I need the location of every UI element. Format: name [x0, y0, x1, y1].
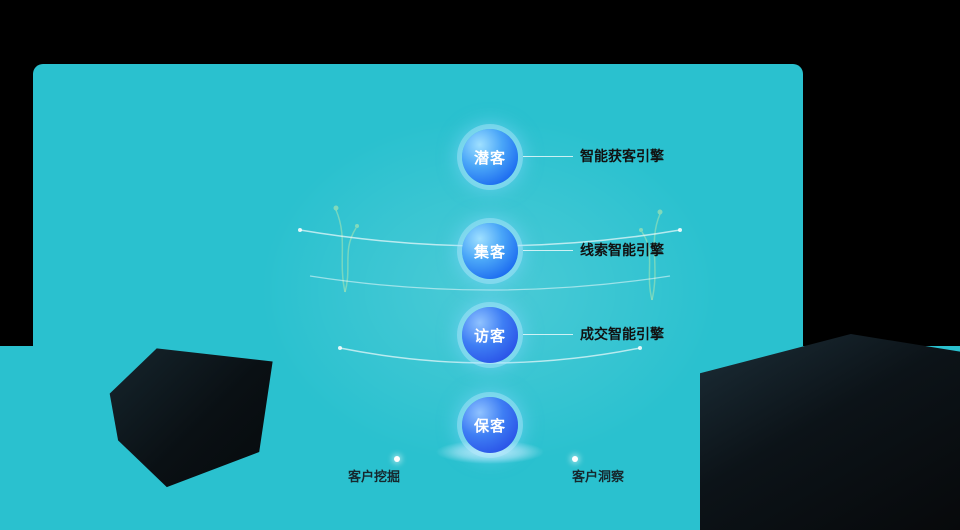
stage-label: 集客 [473, 242, 506, 261]
engine-label: 智能获客引擎 [580, 149, 664, 165]
dark-rock-right [700, 334, 960, 530]
stage-label: 保客 [473, 416, 506, 435]
legend-dot [394, 456, 400, 462]
connector-line [523, 250, 573, 251]
engine-label: 线索智能引擎 [580, 243, 664, 259]
legend-label: 客户挖掘 [348, 470, 401, 485]
funnel-stage-circle-3: 访客 [462, 307, 518, 363]
stage-label: 访客 [473, 326, 506, 345]
legend-dot [572, 456, 578, 462]
stage-label: 潜客 [473, 148, 506, 167]
engine-label: 成交智能引擎 [580, 327, 664, 343]
funnel-stage-circle-2: 集客 [462, 223, 518, 279]
legend-label: 客户洞察 [572, 470, 625, 485]
funnel-stage-circle-1: 潜客 [462, 129, 518, 185]
connector-line [523, 156, 573, 157]
funnel-stage-circle-4: 保客 [462, 397, 518, 453]
connector-line [523, 334, 573, 335]
